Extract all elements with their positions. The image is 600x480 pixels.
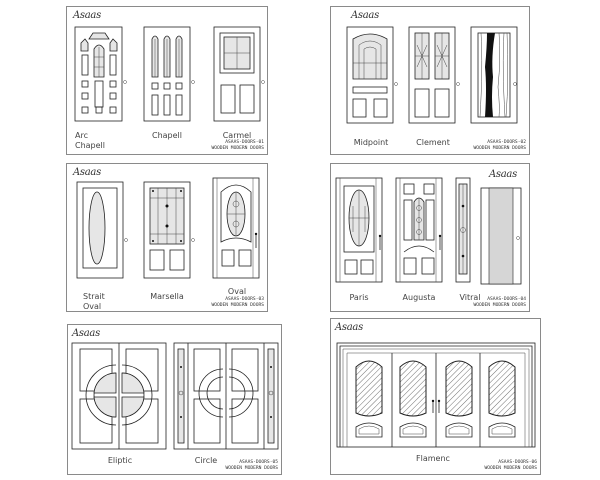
door-strait-oval-drawing	[76, 181, 128, 279]
sheet-code-block: ASAAS-DOORS-02 WOODEN MODERN DOORS	[473, 140, 526, 151]
door-carmel-drawing	[213, 26, 265, 122]
door-name-eliptic: Eliptic	[107, 456, 133, 465]
door-midpoint-drawing	[346, 26, 398, 124]
sheet-doors-04: Asaas Paris Augusta Vitral	[330, 163, 530, 312]
brand-logo: Asaas	[489, 169, 517, 180]
door-name-arc-chapell: Arc Chapell	[75, 131, 106, 150]
door-name-augusta: Augusta	[402, 293, 436, 302]
brand-logo: Asaas	[72, 328, 100, 339]
door-wood-slab-drawing	[470, 26, 518, 124]
door-marsella-drawing	[143, 181, 195, 279]
door-paris-drawing	[335, 177, 383, 283]
door-vitral-drawing	[455, 177, 471, 283]
door-textured-slab-drawing	[480, 187, 522, 285]
sheet-code-block: ASAAS-DOORS-03 WOODEN MODERN DOORS	[211, 297, 264, 308]
door-name-vitral: Vitral	[459, 293, 481, 302]
door-chapell-drawing	[143, 26, 195, 122]
door-eliptic-drawing	[71, 342, 167, 450]
door-name-carmel: Carmel	[222, 131, 252, 140]
sheet-code-block: ASAAS-DOORS-01 WOODEN MODERN DOORS	[211, 140, 264, 151]
sheet-code-block: ASAAS-DOORS-05 WOODEN MODERN DOORS	[225, 460, 278, 471]
door-name-flamenc: Flamenc	[416, 454, 450, 463]
door-augusta-drawing	[395, 177, 443, 283]
brand-logo: Asaas	[73, 10, 101, 21]
door-oval-drawing	[212, 177, 260, 279]
door-circle-drawing	[173, 342, 279, 450]
door-name-strait-oval: Strait Oval	[83, 292, 105, 311]
sheet-doors-05: Asaas Eliptic Circle ASAAS-DOORS-05 WOOD…	[67, 324, 282, 475]
door-clement-drawing	[408, 26, 460, 124]
brand-logo: Asaas	[73, 167, 101, 178]
door-arc-chapell-drawing	[74, 26, 127, 122]
door-name-midpoint: Midpoint	[353, 138, 389, 147]
sheet-doors-01: Asaas Arc Chapell Ch	[66, 6, 268, 155]
sheet-code-block: ASAAS-DOORS-06 WOODEN MODERN DOORS	[484, 460, 537, 471]
door-name-chapell: Chapell	[151, 131, 182, 140]
brand-logo: Asaas	[351, 10, 379, 21]
door-name-paris: Paris	[349, 293, 369, 302]
sheet-doors-02: Asaas Midpoint Clement ASAAS-DOORS-02 WO…	[330, 6, 530, 155]
sheet-code-block: ASAAS-DOORS-04 WOODEN MODERN DOORS	[473, 297, 526, 308]
sheet-doors-03: Asaas Strait Oval Marsella Oval ASAAS-DO…	[66, 163, 268, 312]
brand-logo: Asaas	[335, 322, 363, 333]
door-name-oval: Oval	[227, 287, 247, 296]
sheet-doors-06: Asaas Flamenc ASAAS-DOORS-06 WOODEN MODE…	[330, 318, 541, 475]
door-flamenc-drawing	[336, 342, 536, 448]
door-name-clement: Clement	[416, 138, 450, 147]
door-name-circle: Circle	[194, 456, 218, 465]
door-name-marsella: Marsella	[150, 292, 184, 301]
